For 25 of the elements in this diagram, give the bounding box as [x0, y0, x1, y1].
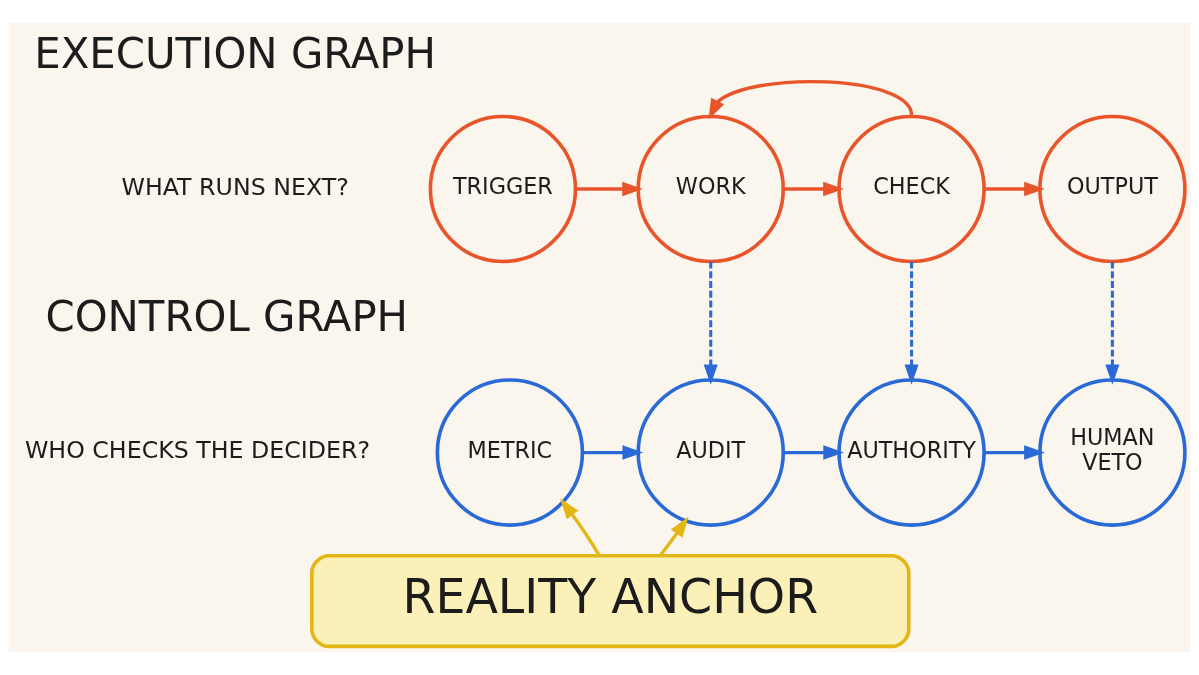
node-box: REALITY ANCHOR: [310, 553, 911, 649]
arrow: [984, 445, 1045, 460]
label: WHAT RUNS NEXT?: [121, 172, 349, 201]
arrow: [575, 181, 643, 197]
node-circle: METRIC: [435, 378, 585, 527]
arrow: [783, 445, 844, 460]
arrow: [658, 516, 689, 557]
label: EXECUTION GRAPH: [34, 28, 437, 78]
node-circle: AUTHORITY: [837, 378, 986, 527]
node-circle: OUTPUT: [1038, 114, 1187, 264]
arrow: [1105, 261, 1120, 385]
node-circle: TRIGGER: [428, 114, 578, 264]
arrow: [582, 445, 644, 460]
label: WHO CHECKS THE DECIDER?: [24, 436, 371, 465]
node-circle: AUDIT: [636, 378, 786, 527]
label: CONTROL GRAPH: [45, 292, 409, 342]
arrow: [703, 261, 718, 385]
arrow: [708, 79, 914, 120]
arrow: [904, 261, 919, 385]
node-circle: HUMAN VETO: [1038, 378, 1187, 527]
arrow: [560, 498, 601, 557]
arrow: [783, 181, 844, 197]
node-circle: WORK: [636, 114, 786, 264]
node-circle: CHECK: [837, 114, 986, 264]
arrow: [984, 181, 1045, 197]
